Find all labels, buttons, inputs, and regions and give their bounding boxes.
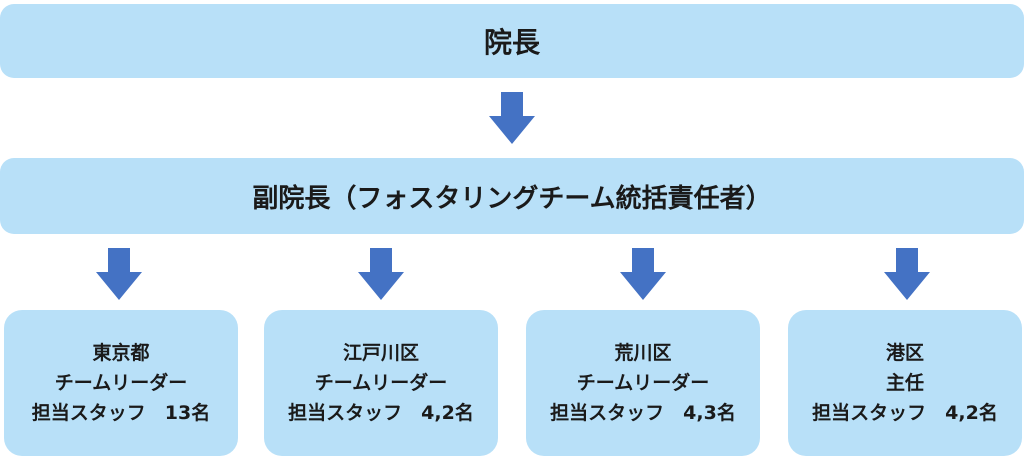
team-area: 荒川区: [614, 342, 672, 364]
team-role: チームリーダー: [314, 372, 448, 394]
vice-director-box: 副院長（フォスタリングチーム統括責任者）: [0, 158, 1024, 234]
team-role: 主任: [885, 372, 924, 394]
director-label: 院長: [483, 26, 540, 59]
team-area: 東京都: [92, 342, 150, 364]
team-role: チームリーダー: [576, 372, 710, 394]
team-area: 港区: [885, 342, 924, 364]
team-box-minato: 港区 主任 担当スタッフ 4,2名: [788, 310, 1022, 456]
team-box-edogawa: 江戸川区 チームリーダー 担当スタッフ 4,2名: [264, 310, 498, 456]
team-staff: 担当スタッフ 4,2名: [288, 402, 474, 424]
director-box: 院長: [0, 4, 1024, 78]
vice-director-label: 副院長（フォスタリングチーム統括責任者）: [252, 183, 772, 214]
team-staff: 担当スタッフ 4,2名: [812, 402, 998, 424]
team-box-tokyo: 東京都 チームリーダー 担当スタッフ 13名: [4, 310, 238, 456]
down-arrow-icon: [489, 92, 535, 144]
down-arrow-icon: [96, 248, 142, 300]
down-arrow-icon: [620, 248, 666, 300]
team-staff: 担当スタッフ 4,3名: [550, 402, 736, 424]
down-arrow-icon: [884, 248, 930, 300]
team-box-arakawa: 荒川区 チームリーダー 担当スタッフ 4,3名: [526, 310, 760, 456]
team-area: 江戸川区: [342, 342, 419, 364]
team-role: チームリーダー: [54, 372, 188, 394]
team-staff: 担当スタッフ 13名: [31, 402, 211, 424]
down-arrow-icon: [358, 248, 404, 300]
